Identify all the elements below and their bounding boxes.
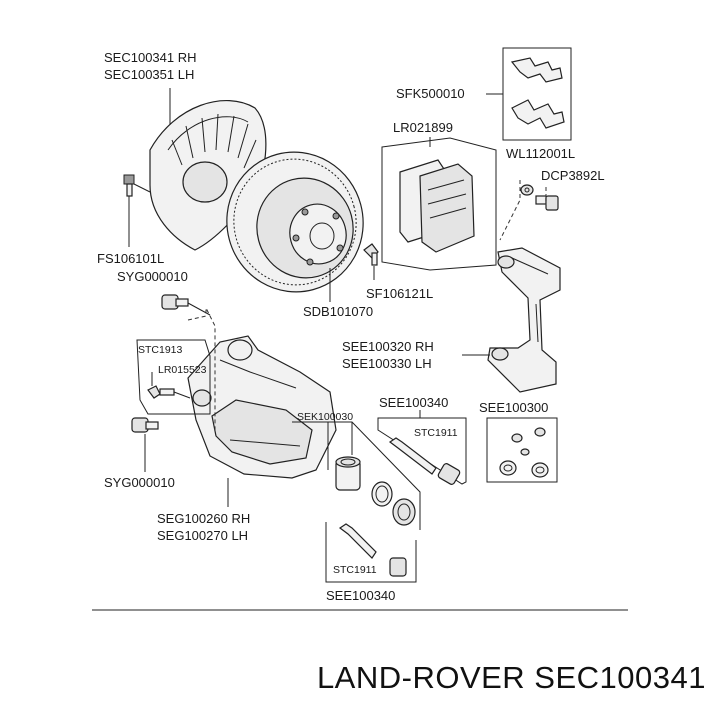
label-washer: WL112001L xyxy=(506,146,575,161)
part-labels: SEC100341 RH SEC100351 LH SFK500010 LR02… xyxy=(97,50,605,603)
boot-kit-box xyxy=(486,417,558,483)
brake-disc xyxy=(226,151,364,293)
label-splash-shield-lh: SEC100351 LH xyxy=(104,67,194,82)
label-seal-kit: SEK100030 xyxy=(297,411,353,423)
label-caliper-lh: SEG100270 LH xyxy=(157,528,248,543)
label-stc-top: STC1911 xyxy=(414,427,458,439)
bleed-screw-part xyxy=(363,243,379,266)
label-pad-set: LR021899 xyxy=(393,120,453,135)
bolt-syg-bottom-part xyxy=(131,417,159,433)
caliper-part xyxy=(187,335,337,479)
pad-set-box xyxy=(381,137,497,271)
label-splash-shield-rh: SEC100341 RH xyxy=(104,50,197,65)
label-disc: SDB101070 xyxy=(303,304,373,319)
label-guide-kit-bottom: SEE100340 xyxy=(326,588,395,603)
label-stc-bottom: STC1911 xyxy=(333,564,377,576)
label-bolt-syg-top: SYG000010 xyxy=(117,269,188,284)
label-boot-kit: SEE100300 xyxy=(479,400,548,415)
label-caliper-rh: SEG100260 RH xyxy=(157,511,250,526)
carrier-part xyxy=(487,247,561,393)
label-bolt-syg-bottom: SYG000010 xyxy=(104,475,175,490)
washer-part xyxy=(520,184,534,196)
guide-kit-box-top xyxy=(377,417,467,485)
label-bolt-dcp: DCP3892L xyxy=(541,168,605,183)
label-guide-kit-top: SEE100340 xyxy=(379,395,448,410)
clip-kit-box xyxy=(502,47,572,141)
label-carrier-rh: SEE100320 RH xyxy=(342,339,434,354)
bolt-dcp-part xyxy=(535,195,559,211)
label-lr-bleed: LR015523 xyxy=(158,364,207,376)
label-bleed-screw: SF106121L xyxy=(366,286,433,301)
label-clip-kit: SFK500010 xyxy=(396,86,465,101)
label-stc-left: STC1913 xyxy=(138,344,183,356)
label-carrier-lh: SEE100330 LH xyxy=(342,356,432,371)
screw-fs-part xyxy=(123,174,151,197)
guide-kit-box-bottom xyxy=(325,522,417,583)
seal-kit-box xyxy=(292,421,421,530)
footer-caption: LAND-ROVER SEC100341 xyxy=(316,660,706,695)
bolt-syg-top-part xyxy=(161,294,211,316)
stc-bleed-box xyxy=(136,339,211,415)
label-screw-fs: FS106101L xyxy=(97,251,164,266)
washer-dashed-outline xyxy=(499,180,521,241)
